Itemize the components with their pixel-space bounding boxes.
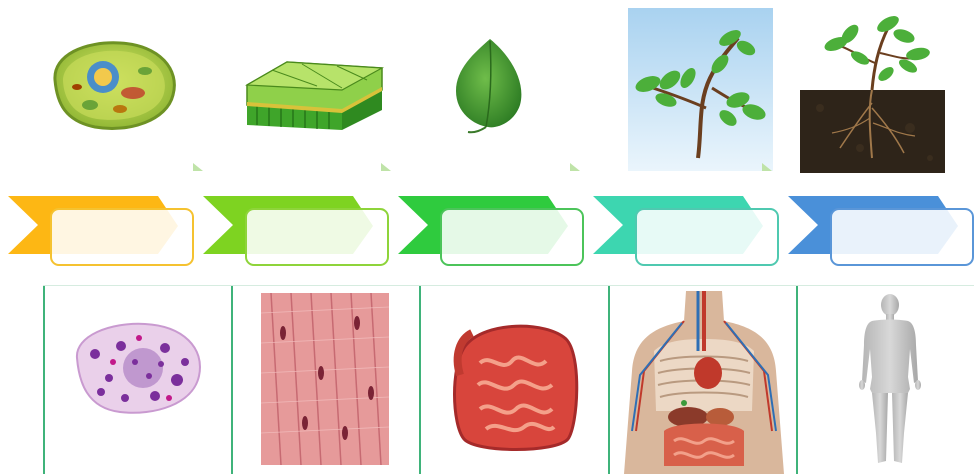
level-label-box <box>50 208 194 266</box>
plant-tissue-image <box>242 50 387 135</box>
plant-shoot-icon <box>628 8 773 171</box>
level-label-box <box>635 208 779 266</box>
intestine-organ-image <box>446 315 586 455</box>
marker-triangle-icon <box>762 163 774 173</box>
intestine-organ-icon <box>446 315 586 455</box>
leaf-image <box>450 35 530 140</box>
plant-cell-image <box>45 35 185 135</box>
whole-plant-icon <box>800 8 945 173</box>
whole-plant-image <box>800 8 945 173</box>
animal-cell-icon <box>65 318 210 418</box>
panel-divider <box>419 285 421 474</box>
plant-cell-icon <box>45 35 185 135</box>
level-label-box <box>440 208 584 266</box>
animal-cell-image <box>65 318 210 418</box>
plant-tissue-icon <box>242 50 387 135</box>
level-label-box <box>830 208 974 266</box>
panel-divider <box>608 285 610 474</box>
marker-triangle-icon <box>193 163 205 173</box>
human-body-icon <box>852 293 928 465</box>
plant-shoot-image <box>628 8 773 171</box>
organ-system-image <box>624 291 784 474</box>
leaf-icon <box>450 35 530 140</box>
level-label-box <box>245 208 389 266</box>
marker-triangle-icon <box>570 163 582 173</box>
panel-divider <box>231 285 233 474</box>
panel-divider <box>43 285 45 474</box>
panel-divider <box>796 285 798 474</box>
human-body-image <box>852 293 928 465</box>
marker-triangle-icon <box>381 163 393 173</box>
organ-system-icon <box>624 291 784 474</box>
muscle-tissue-icon <box>261 293 389 465</box>
muscle-tissue-image <box>261 293 389 465</box>
panel-top-border <box>43 285 974 286</box>
